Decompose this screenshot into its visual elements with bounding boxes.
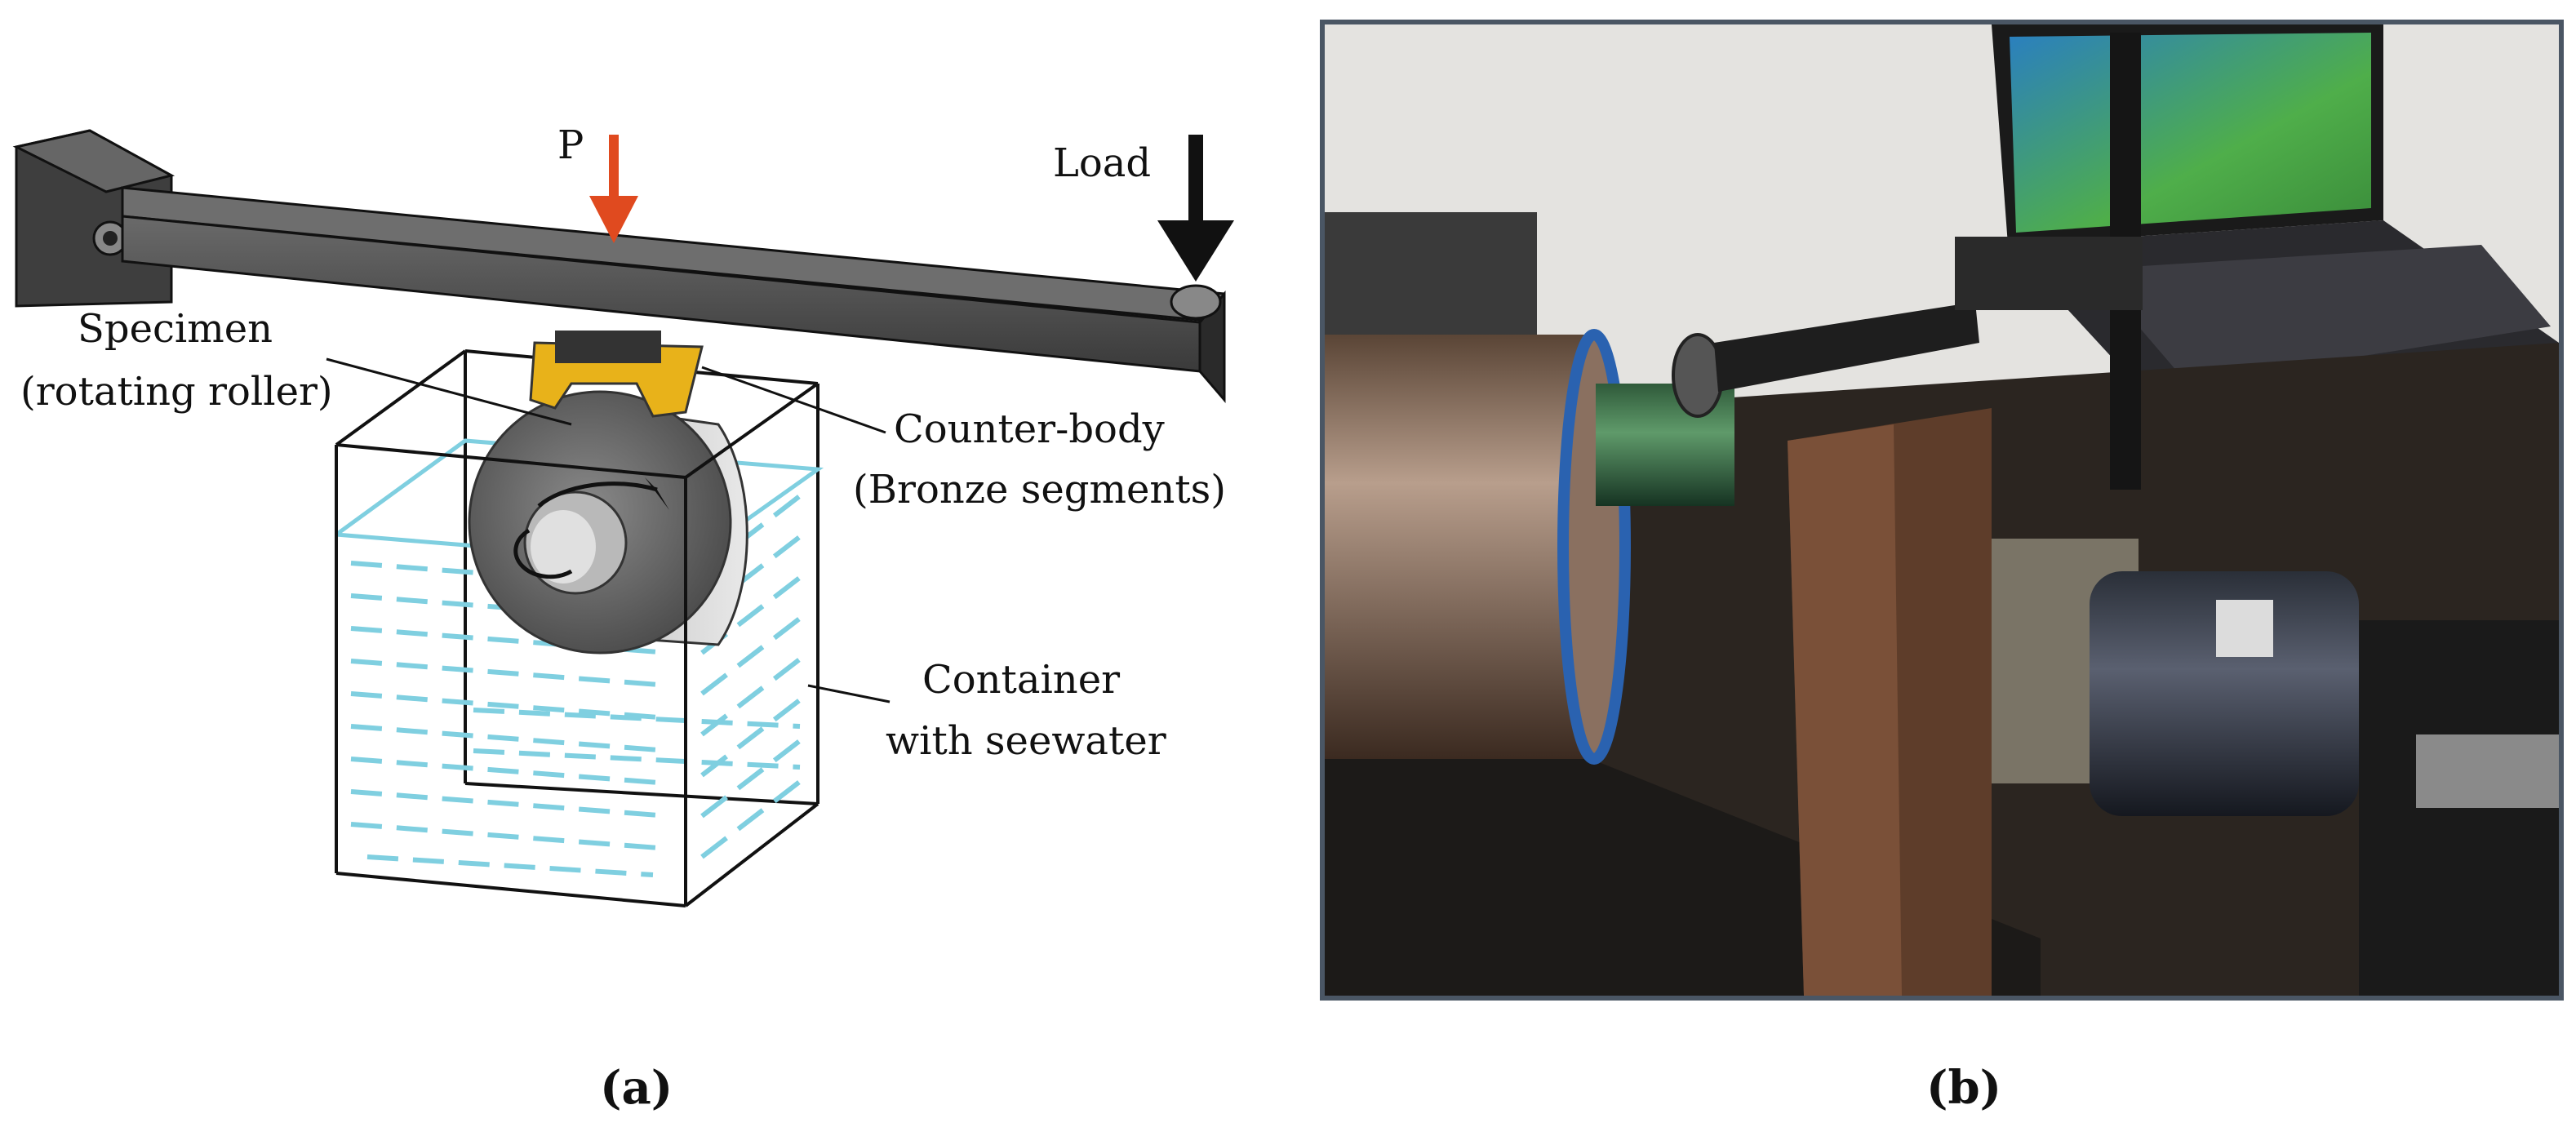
specimen-label: Specimen	[78, 306, 273, 352]
force-p-label: P	[557, 122, 584, 168]
drill-chuck	[1992, 539, 2559, 996]
laptop-icon	[1992, 24, 2559, 457]
load-arrow	[1157, 135, 1234, 282]
container-sublabel: with seewater	[886, 718, 1166, 764]
counterbody-label: Counter-body	[894, 406, 1165, 452]
leader-lines	[326, 357, 890, 703]
specimen-sublabel: (rotating roller)	[20, 369, 333, 415]
panel-b-label: (b)	[1926, 1061, 2002, 1115]
counter-body	[529, 331, 704, 418]
load-label: Load	[1053, 140, 1152, 186]
rusty-block	[1788, 408, 1992, 996]
panel-b-photo	[1320, 20, 2564, 1001]
panel-a-label: (a)	[600, 1061, 673, 1115]
container-front	[335, 349, 819, 907]
lever-beam	[12, 129, 1226, 404]
motor-cylinder	[1325, 212, 1631, 765]
counterbody-sublabel: (Bronze segments)	[853, 467, 1226, 513]
specimen-roller	[468, 390, 748, 655]
container-label: Container	[922, 657, 1121, 703]
force-p-arrow	[589, 135, 638, 243]
panel-a-diagram	[12, 129, 1234, 907]
